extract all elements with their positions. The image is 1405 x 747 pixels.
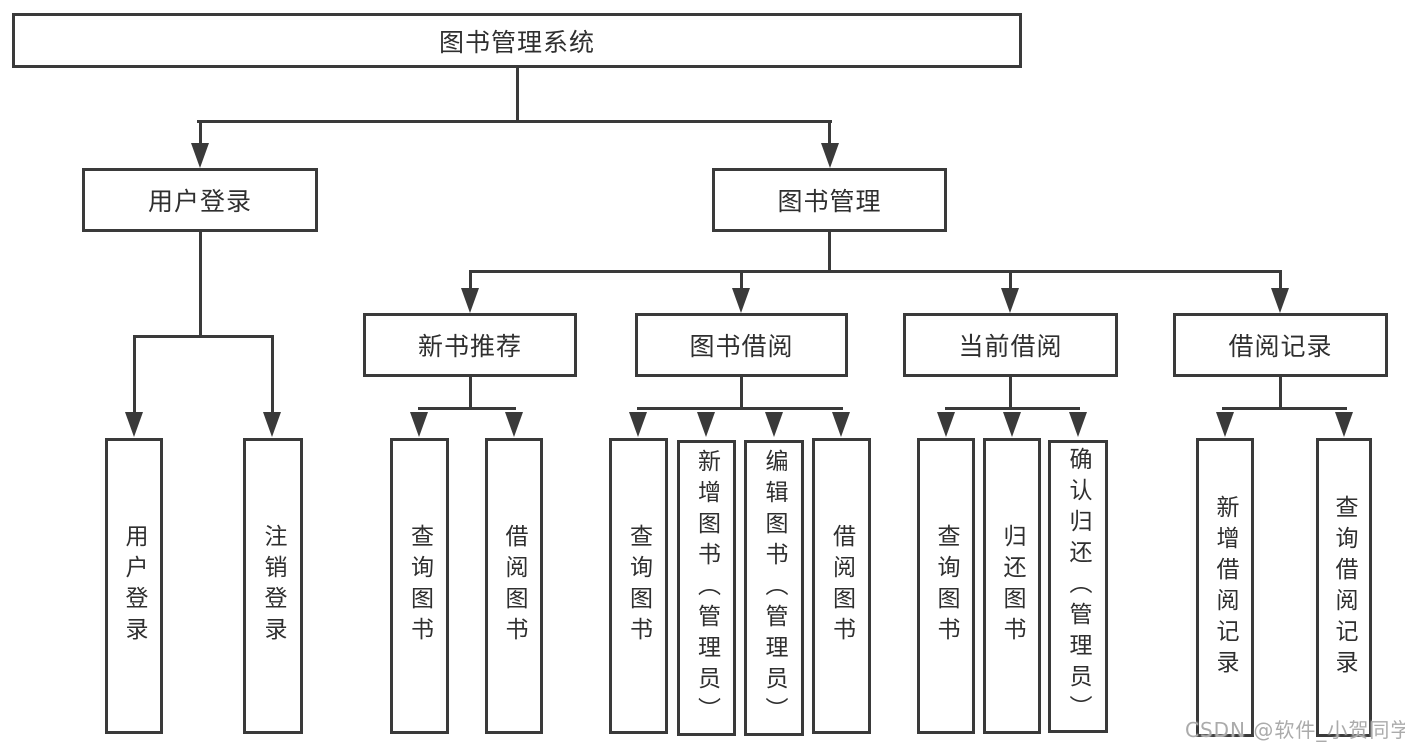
node-book-borrow-label: 图书借阅 [689, 332, 794, 361]
node-root: 图书管理系统 [12, 13, 1022, 68]
leaf-borrow-add-book-admin: 新增图书（管理员） [677, 440, 736, 736]
arrowhead-borrow-query-book [629, 412, 647, 437]
arrowhead-borrow-edit-book [765, 412, 783, 437]
connector-user-login-stub [199, 123, 202, 146]
arrowhead-new-book-recommend [461, 288, 479, 313]
connector-book-management-stub [828, 123, 831, 146]
node-new-book-recommend: 新书推荐 [363, 313, 577, 377]
connector-recommend-hline [418, 407, 516, 410]
leaf-user-login-label: 用户登录 [121, 524, 147, 648]
connector-user-login-hline [133, 335, 274, 338]
arrowhead-borrow-add-book [697, 412, 715, 437]
node-book-management-label: 图书管理 [777, 187, 882, 216]
leaf-borrow-edit-book-admin: 编辑图书（管理员） [744, 440, 804, 736]
arrowhead-current-return-book [1003, 412, 1021, 437]
leaf-current-confirm-return-admin: 确认归还（管理员） [1048, 440, 1108, 733]
arrowhead-borrow-borrow-book [832, 412, 850, 437]
connector-level2-hline [197, 120, 832, 123]
connector-borrow-vline [740, 377, 743, 410]
node-user-login: 用户登录 [82, 168, 318, 232]
connector-root-vline [516, 68, 519, 123]
arrowhead-leaf-logout [263, 412, 281, 437]
node-borrow-record-label: 借阅记录 [1228, 332, 1333, 361]
leaf-recommend-borrow-book: 借阅图书 [485, 438, 543, 734]
arrowhead-current-query-book [937, 412, 955, 437]
node-user-login-label: 用户登录 [147, 187, 252, 216]
node-borrow-record: 借阅记录 [1173, 313, 1388, 377]
watermark: CSDN @软件_小贺同学 [1185, 718, 1405, 742]
node-book-management: 图书管理 [712, 168, 947, 232]
connector-borrow-record-stub [1279, 273, 1282, 291]
leaf-logout: 注销登录 [243, 438, 303, 734]
leaf-borrow-borrow-book: 借阅图书 [812, 438, 871, 734]
leaf-borrow-add-book-admin-label: 新增图书（管理员） [693, 448, 720, 728]
connector-current-vline [1009, 377, 1012, 410]
arrowhead-record-query [1335, 412, 1353, 437]
connector-level3-hline [469, 270, 1282, 273]
connector-record-vline [1279, 377, 1282, 410]
connector-new-book-recommend-stub [469, 273, 472, 291]
connector-current-borrow-stub [1009, 273, 1012, 291]
leaf-current-confirm-return-admin-label: 确认归还（管理员） [1065, 447, 1091, 726]
arrowhead-record-add [1216, 412, 1234, 437]
connector-current-hline [945, 407, 1080, 410]
arrowhead-current-confirm-return [1069, 412, 1087, 437]
arrowhead-recommend-borrow-book [505, 412, 523, 437]
leaf-user-login: 用户登录 [105, 438, 163, 734]
connector-user-login-vline [199, 232, 202, 338]
arrowhead-leaf-user-login [125, 412, 143, 437]
leaf-record-query-borrow-record-label: 查询借阅记录 [1331, 494, 1357, 681]
leaf-borrow-query-book: 查询图书 [609, 438, 668, 734]
connector-leaf-logout-stub [271, 338, 274, 414]
connector-leaf-user-login-stub [133, 338, 136, 414]
leaf-borrow-borrow-book-label: 借阅图书 [828, 524, 855, 648]
leaf-record-add-borrow-record-label: 新增借阅记录 [1212, 494, 1238, 681]
arrowhead-borrow-record [1271, 288, 1289, 313]
arrowhead-recommend-query-book [410, 412, 428, 437]
node-new-book-recommend-label: 新书推荐 [417, 332, 522, 361]
leaf-current-query-book-label: 查询图书 [933, 524, 959, 648]
node-current-borrow: 当前借阅 [903, 313, 1118, 377]
connector-book-borrow-stub [740, 273, 743, 291]
connector-book-management-vline [828, 232, 831, 273]
connector-borrow-hline [637, 407, 843, 410]
connector-record-hline [1222, 407, 1347, 410]
leaf-logout-label: 注销登录 [260, 524, 286, 648]
leaf-recommend-borrow-book-label: 借阅图书 [501, 524, 527, 648]
leaf-record-add-borrow-record: 新增借阅记录 [1196, 438, 1254, 737]
arrowhead-current-borrow [1001, 288, 1019, 313]
leaf-recommend-query-book: 查询图书 [390, 438, 449, 734]
leaf-recommend-query-book-label: 查询图书 [406, 524, 433, 648]
leaf-current-return-book: 归还图书 [983, 438, 1041, 734]
leaf-record-query-borrow-record: 查询借阅记录 [1316, 438, 1372, 737]
node-current-borrow-label: 当前借阅 [958, 332, 1063, 361]
node-book-borrow: 图书借阅 [635, 313, 848, 377]
leaf-current-return-book-label: 归还图书 [999, 524, 1025, 648]
arrowhead-book-borrow [732, 288, 750, 313]
connector-recommend-vline [469, 377, 472, 410]
leaf-current-query-book: 查询图书 [917, 438, 975, 734]
leaf-borrow-edit-book-admin-label: 编辑图书（管理员） [761, 448, 787, 728]
node-root-label: 图书管理系统 [438, 27, 595, 57]
leaf-borrow-query-book-label: 查询图书 [625, 524, 652, 648]
arrowhead-book-management [821, 143, 839, 168]
arrowhead-user-login [191, 143, 209, 168]
